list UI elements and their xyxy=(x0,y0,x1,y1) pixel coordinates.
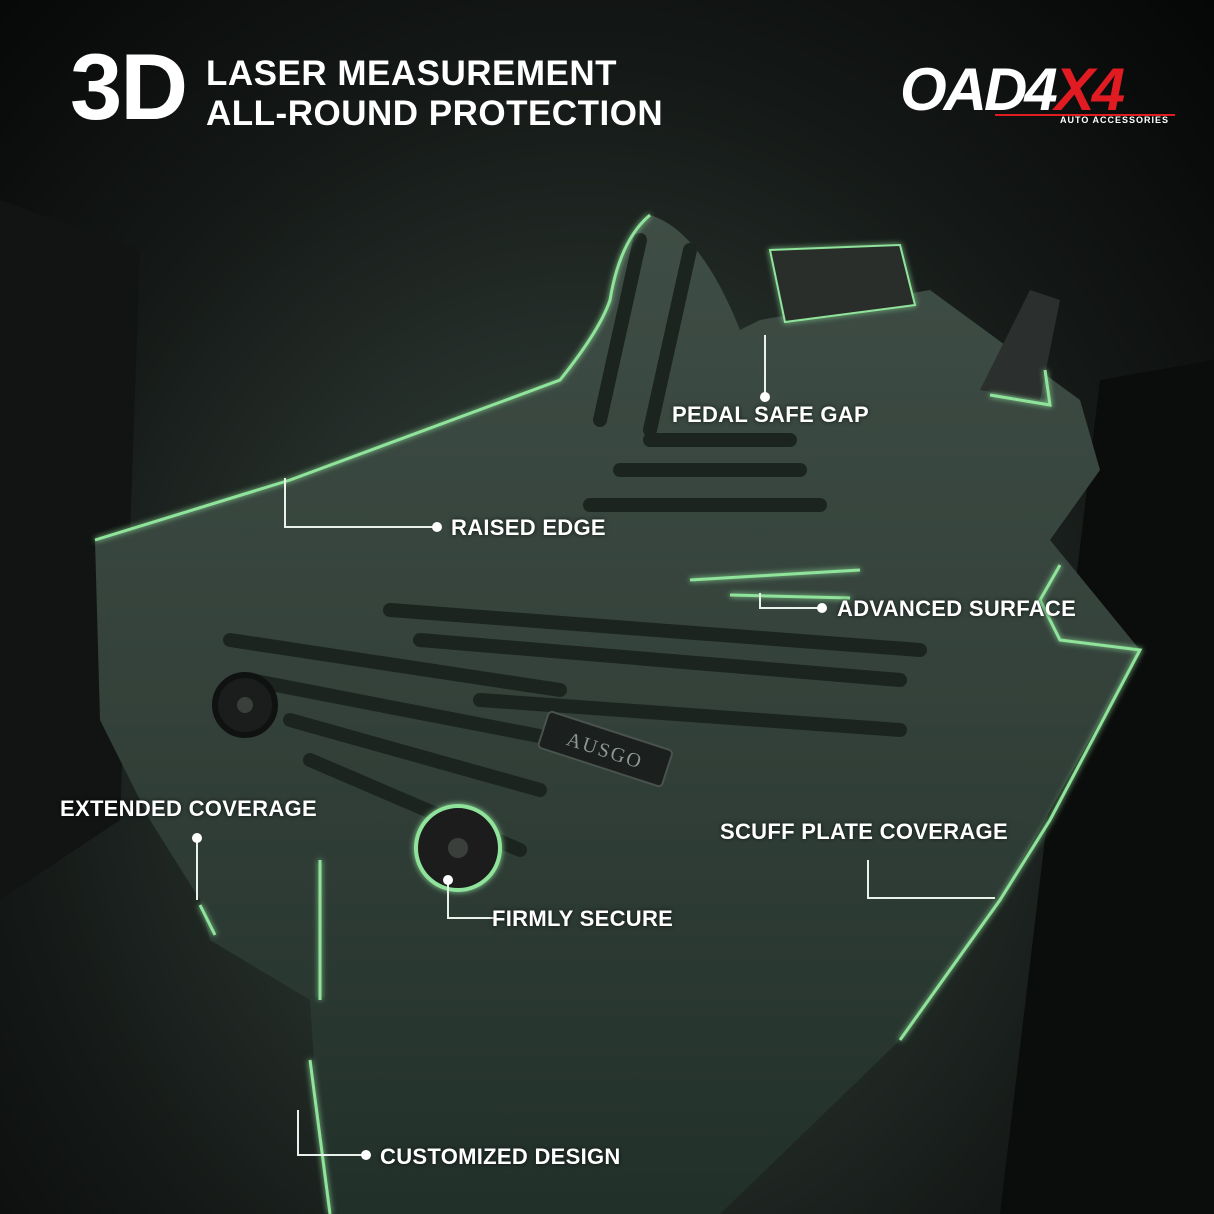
callout-customized-design: CUSTOMIZED DESIGN xyxy=(380,1144,621,1169)
brake-pedal xyxy=(768,243,917,324)
callout-scuff-plate-coverage: SCUFF PLATE COVERAGE xyxy=(720,819,1008,844)
channel-ridges xyxy=(223,233,927,857)
callout-advanced-surface: ADVANCED SURFACE xyxy=(837,596,1077,621)
brand-wordmark: OAD4X4 xyxy=(900,56,1125,123)
accelerator-pedal xyxy=(980,290,1060,400)
callout-extended-coverage: EXTENDED COVERAGE xyxy=(60,796,317,821)
callout-raised-edge: RAISED EDGE xyxy=(451,515,606,540)
callout-firmly-secure: FIRMLY SECURE xyxy=(492,906,674,931)
callout-leaders xyxy=(196,335,995,1156)
brand-logo: OAD4X4 AUTO ACCESSORIES xyxy=(900,60,1175,130)
right-sill xyxy=(1000,360,1214,1214)
headline-line-1: LASER MEASUREMENT xyxy=(206,54,618,93)
mat-badge xyxy=(537,710,673,788)
headline-3d: 3D xyxy=(70,34,188,139)
outline-glow xyxy=(94,213,1143,1214)
brand-tagline: AUTO ACCESSORIES xyxy=(1059,115,1169,125)
headline-line-2: ALL-ROUND PROTECTION xyxy=(206,94,664,133)
callout-dots xyxy=(192,392,827,1160)
accelerator-glow xyxy=(989,369,1052,407)
callout-pedal-safe-gap: PEDAL SAFE GAP xyxy=(672,402,869,427)
brand-tag-bar xyxy=(995,114,1175,128)
